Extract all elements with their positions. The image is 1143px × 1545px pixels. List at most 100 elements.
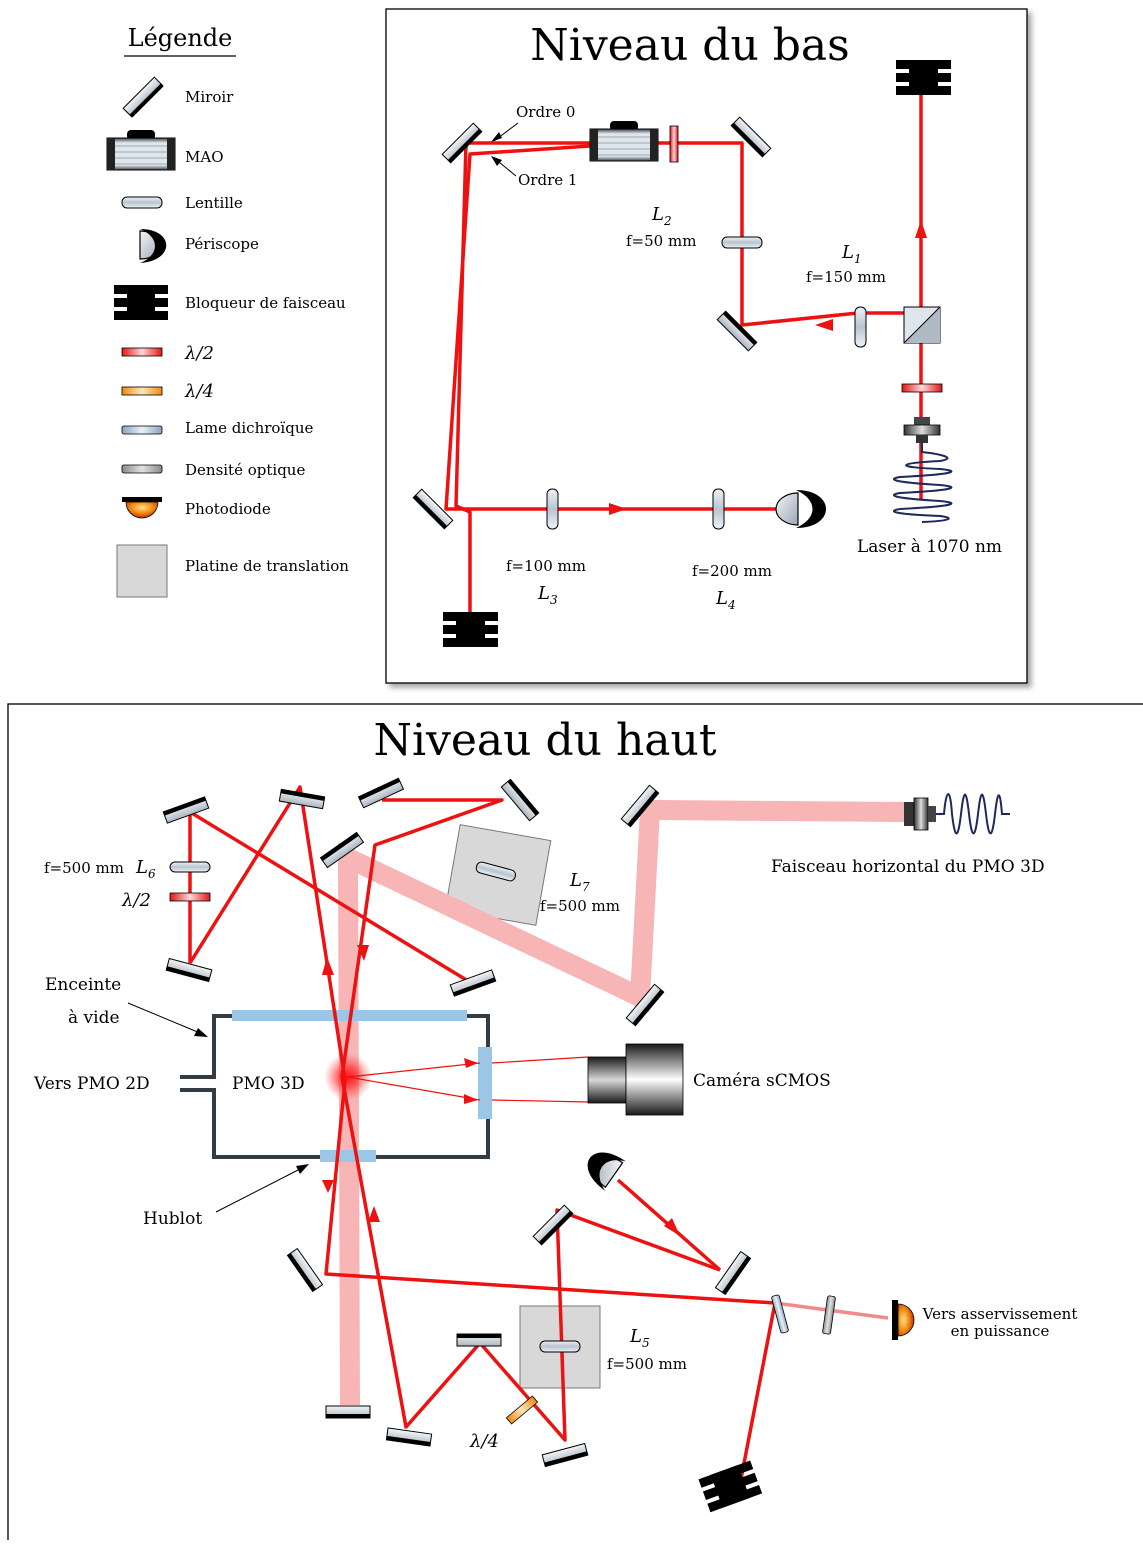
upper-arrow <box>664 1218 680 1236</box>
l7-focal: f=500 mm <box>540 897 620 915</box>
power-lock-line2: en puissance <box>951 1322 1050 1340</box>
mirror-icon <box>716 310 758 352</box>
chamber-label-line2: à vide <box>68 1008 120 1028</box>
periscope-icon <box>587 1152 626 1191</box>
order1-label: Ordre 1 <box>518 171 577 189</box>
lens-l2-icon <box>721 236 763 249</box>
beam-block-icon <box>443 612 498 647</box>
lower-arrow-up <box>915 220 927 238</box>
upper-level: Niveau du haut <box>33 715 1078 1513</box>
beam-block-icon <box>896 60 951 95</box>
lower-arrow-right <box>609 503 627 515</box>
mirror-icon <box>412 488 454 530</box>
imaging-ray <box>491 1099 589 1103</box>
nd-filter-icon <box>822 1295 836 1335</box>
upper-level-panel <box>7 703 1143 1545</box>
legend-label-photodiode: Photodiode <box>185 500 271 518</box>
legend-stage-icon <box>116 544 168 598</box>
l6-name: L6 <box>135 857 156 881</box>
legend-label-aom: MAO <box>185 148 224 166</box>
mirror-icon <box>500 778 540 822</box>
legend-label-nd-filter: Densité optique <box>185 461 305 479</box>
mirror-icon <box>325 1405 371 1419</box>
upper-beam-a <box>188 785 776 1305</box>
chamber-label-line1: Enceinte <box>45 975 121 995</box>
beam-block-icon <box>698 1460 763 1513</box>
lower-level-panel <box>385 8 1028 684</box>
legend-label-quarter-wave: λ/4 <box>184 381 214 402</box>
fiber-head-icon <box>903 417 941 443</box>
legend-aom-icon <box>106 130 176 171</box>
power-lock-line1: Vers asservissement <box>922 1305 1078 1323</box>
window-bottom <box>320 1150 376 1162</box>
lens-l4-icon <box>712 488 725 530</box>
mirror-icon <box>532 1204 574 1246</box>
upper-arrow <box>464 1094 478 1104</box>
window-label: Hublot <box>143 1209 202 1229</box>
upper-level-title: Niveau du haut <box>373 715 716 766</box>
mirror-icon <box>441 122 483 164</box>
l5-name: L5 <box>629 1326 650 1350</box>
upper-beam-to-block <box>738 1302 777 1485</box>
half-wave-plate-icon <box>901 383 943 393</box>
half-wave-plate-icon <box>169 892 211 902</box>
imaging-ray <box>347 1076 481 1101</box>
order0-label: Ordre 0 <box>516 103 575 121</box>
camera-label: Caméra sCMOS <box>693 1071 831 1091</box>
quarter-wave-plate-icon <box>505 1395 539 1425</box>
fiber-coil-icon <box>892 443 953 523</box>
half-wave-label: λ/2 <box>121 890 151 911</box>
imaging-ray <box>491 1056 589 1064</box>
upper-arrow <box>322 957 334 975</box>
horizontal-beam-label: Faisceau horizontal du PMO 3D <box>771 857 1045 877</box>
mirror-icon <box>165 957 213 983</box>
to-2d-mot-label: Vers PMO 2D <box>33 1074 150 1094</box>
legend-label-mirror: Miroir <box>185 88 234 106</box>
lens-l3-icon <box>546 488 559 530</box>
upper-arrow <box>322 1180 334 1193</box>
quarter-wave-label: λ/4 <box>469 1431 499 1452</box>
beam-splitter-cube-icon <box>903 306 941 344</box>
legend-quarter-wave-icon <box>121 386 163 396</box>
order0-pointer-head <box>491 132 502 142</box>
dichroic-icon <box>771 1294 789 1334</box>
lower-beams <box>444 95 927 630</box>
window-pointer-head <box>296 1164 309 1174</box>
legend: Légende Miroir MAO Lentille Périscope <box>106 24 349 598</box>
window-right <box>478 1047 492 1119</box>
mirror-icon <box>541 1442 589 1468</box>
camera-icon <box>587 1043 684 1116</box>
upper-beam-c <box>340 798 721 1442</box>
l5-focal: f=500 mm <box>607 1355 687 1373</box>
aom-icon <box>589 121 659 162</box>
lens-l6-icon <box>169 861 211 873</box>
legend-photodiode-icon <box>122 497 162 519</box>
legend-label-beam-block: Bloqueur de faisceau <box>185 294 346 312</box>
legend-beam-block-icon <box>114 285 168 320</box>
l4-focal: f=200 mm <box>692 562 772 580</box>
fiber-coil-icon <box>936 793 1010 835</box>
upper-arrow <box>368 1206 380 1222</box>
legend-mirror-icon <box>122 76 164 118</box>
upper-arrow <box>357 945 369 961</box>
lower-beam-order1 <box>444 144 785 511</box>
upper-arrow <box>464 1058 478 1068</box>
fiber-head-icon <box>904 797 936 831</box>
l2-focal: f=50 mm <box>626 232 696 250</box>
laser-label: Laser à 1070 nm <box>857 537 1002 557</box>
l6-focal: f=500 mm <box>44 859 124 877</box>
l2-name: L2 <box>651 204 672 228</box>
chamber-pointer <box>127 1002 201 1034</box>
l3-name: L3 <box>537 583 558 607</box>
mirror-icon <box>730 116 772 158</box>
photodiode-icon <box>892 1300 915 1340</box>
mirror-icon <box>625 983 665 1027</box>
order1-pointer-head <box>491 156 502 166</box>
mirror-icon <box>714 1250 752 1296</box>
lens-l5-icon <box>539 1340 581 1353</box>
lower-level: Niveau du bas <box>412 20 1002 647</box>
legend-label-periscope: Périscope <box>185 235 259 253</box>
lower-level-title: Niveau du bas <box>530 20 850 71</box>
